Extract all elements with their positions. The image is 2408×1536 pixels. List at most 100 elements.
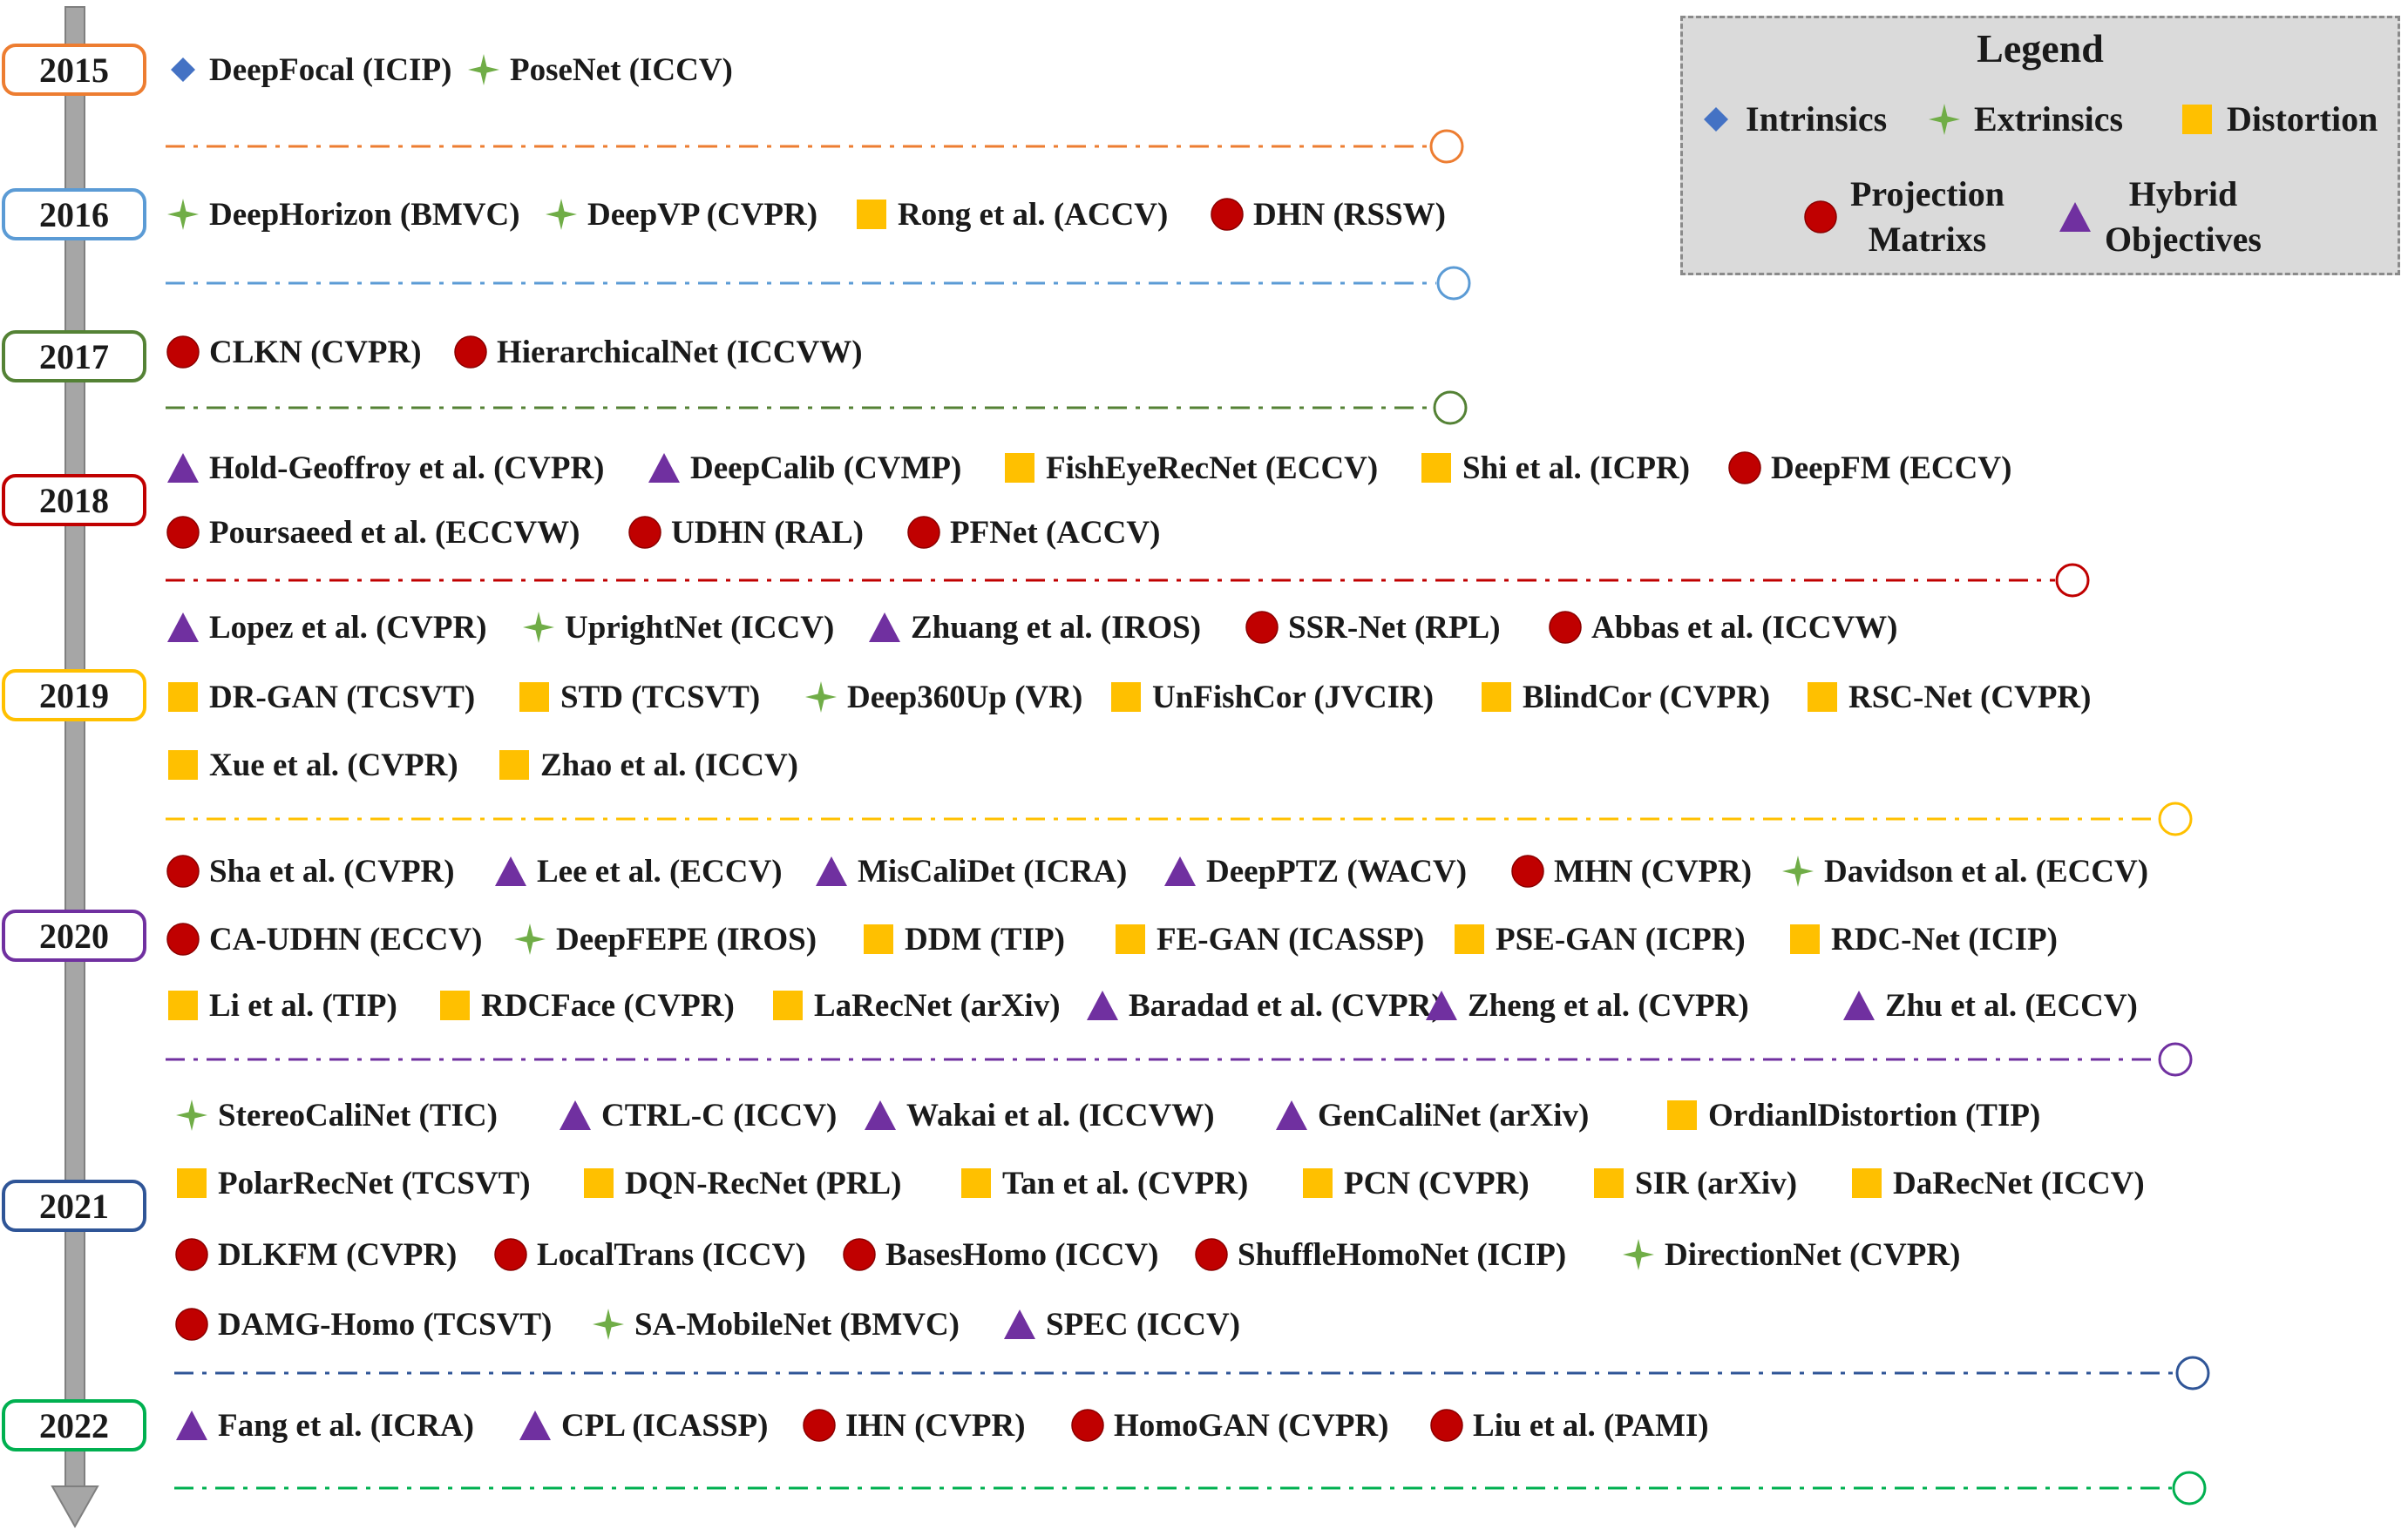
method-label: DR-GAN (TCSVT) xyxy=(209,679,476,715)
square-icon xyxy=(2180,102,2215,137)
square-icon xyxy=(438,988,472,1023)
method-item: Abbas et al. (ICCVW) xyxy=(1548,605,1898,650)
method-label: PoseNet (ICCV) xyxy=(510,51,733,88)
method-row: DR-GAN (TCSVT)STD (TCSVT)Deep360Up (VR)U… xyxy=(0,674,2408,720)
circle-icon xyxy=(802,1408,837,1443)
method-item: RDCFace (CVPR) xyxy=(438,983,735,1028)
method-label: HomoGAN (CVPR) xyxy=(1114,1407,1389,1444)
circle-icon xyxy=(453,335,488,369)
method-row: DAMG-Homo (TCSVT) SA-MobileNet (BMVC) SPEC… xyxy=(0,1302,2408,1347)
square-icon xyxy=(1591,1166,1626,1201)
method-item: MisCaliDet (ICRA) xyxy=(814,849,1127,894)
method-item: HierarchicalNet (ICCVW) xyxy=(453,329,863,375)
square-icon xyxy=(1002,450,1037,485)
legend-title: Legend xyxy=(1977,26,2104,71)
method-item: DAMG-Homo (TCSVT) xyxy=(174,1302,552,1347)
star-icon xyxy=(1927,102,1962,137)
method-item: DeepPTZ (WACV) xyxy=(1163,849,1467,894)
square-icon xyxy=(1479,680,1514,714)
method-label: Tan et al. (CVPR) xyxy=(1002,1165,1249,1201)
square-icon xyxy=(497,748,532,782)
method-label: DaRecNet (ICCV) xyxy=(1893,1165,2145,1201)
square-icon xyxy=(861,922,896,957)
method-item: DirectionNet (CVPR) xyxy=(1621,1232,1960,1277)
method-label: RDC-Net (ICIP) xyxy=(1831,921,2058,957)
square-icon xyxy=(166,988,200,1023)
method-label: DeepVP (CVPR) xyxy=(587,196,818,233)
method-item: DHN (RSSW) xyxy=(1210,192,1446,237)
method-row: PolarRecNet (TCSVT) DQN-RecNet (PRL) Tan e… xyxy=(0,1160,2408,1206)
method-label: UDHN (RAL) xyxy=(671,514,864,551)
method-label: DeepCalib (CVMP) xyxy=(690,450,962,486)
square-icon xyxy=(854,197,889,232)
method-item: Zhu et al. (ECCV) xyxy=(1842,983,2138,1028)
separator-end-circle xyxy=(2158,802,2193,836)
method-label: Li et al. (TIP) xyxy=(209,987,397,1024)
method-item: LocalTrans (ICCV) xyxy=(493,1232,806,1277)
method-label: Hold-Geoffroy et al. (CVPR) xyxy=(209,450,605,486)
circle-icon xyxy=(1803,200,1838,234)
method-item: SPEC (ICCV) xyxy=(1002,1302,1240,1347)
method-label: PolarRecNet (TCSVT) xyxy=(218,1165,531,1201)
separator-end-circle xyxy=(1433,390,1468,425)
square-icon xyxy=(166,748,200,782)
method-label: Shi et al. (ICPR) xyxy=(1462,450,1691,486)
triangle-icon xyxy=(2058,200,2093,234)
circle-icon xyxy=(842,1237,877,1272)
method-item: SA-MobileNet (BMVC) xyxy=(591,1302,960,1347)
method-label: DAMG-Homo (TCSVT) xyxy=(218,1306,553,1343)
timeline-arrow-head xyxy=(51,1485,99,1529)
triangle-icon xyxy=(1842,988,1876,1023)
method-label: Poursaeed et al. (ECCVW) xyxy=(209,514,580,551)
year-label-2019: 2019 xyxy=(2,669,146,721)
method-item: Lopez et al. (CVPR) xyxy=(166,605,487,650)
method-label: Lopez et al. (CVPR) xyxy=(209,609,487,646)
triangle-icon xyxy=(493,854,528,889)
separator-end-circle xyxy=(1436,266,1471,301)
circle-icon xyxy=(1548,610,1583,645)
method-label: RDCFace (CVPR) xyxy=(481,987,735,1024)
triangle-icon xyxy=(647,450,682,485)
method-label: Zhuang et al. (IROS) xyxy=(911,609,1202,646)
method-item: Davidson et al. (ECCV) xyxy=(1781,849,2148,894)
method-item: STD (TCSVT) xyxy=(517,674,760,720)
method-label: DeepPTZ (WACV) xyxy=(1206,853,1468,890)
triangle-icon xyxy=(166,450,200,485)
method-item: DaRecNet (ICCV) xyxy=(1849,1160,2145,1206)
method-label: UprightNet (ICCV) xyxy=(565,609,835,646)
method-label: FishEyeRecNet (ECCV) xyxy=(1046,450,1379,486)
method-item: PoseNet (ICCV) xyxy=(466,47,733,92)
method-row: Sha et al. (CVPR)Lee et al. (ECCV)MisCal… xyxy=(0,849,2408,894)
method-item: StereoCaliNet (TIC) xyxy=(174,1093,498,1138)
method-label: DHN (RSSW) xyxy=(1253,196,1446,233)
method-label: Zheng et al. (CVPR) xyxy=(1468,987,1749,1024)
method-label: SPEC (ICCV) xyxy=(1046,1306,1241,1343)
method-label: DirectionNet (CVPR) xyxy=(1665,1236,1961,1273)
star-icon xyxy=(521,610,556,645)
star-icon xyxy=(591,1307,626,1342)
star-icon xyxy=(1621,1237,1656,1272)
method-item: Zhuang et al. (IROS) xyxy=(867,605,1201,650)
circle-icon xyxy=(174,1237,209,1272)
method-item: ShuffleHomoNet (ICIP) xyxy=(1194,1232,1566,1277)
method-item: UDHN (RAL) xyxy=(627,510,864,555)
square-icon xyxy=(1109,680,1143,714)
method-label: BlindCor (CVPR) xyxy=(1523,679,1771,715)
method-item: PolarRecNet (TCSVT) xyxy=(174,1160,531,1206)
separator-end-circle xyxy=(2055,563,2090,598)
method-row: Fang et al. (ICRA)CPL (ICASSP)IHN (CVPR)… xyxy=(0,1403,2408,1448)
method-item: DeepHorizon (BMVC) xyxy=(166,192,520,237)
year-label-2016: 2016 xyxy=(2,188,146,240)
triangle-icon xyxy=(867,610,902,645)
method-item: CLKN (CVPR) xyxy=(166,329,422,375)
method-item: Liu et al. (PAMI) xyxy=(1429,1403,1709,1448)
method-item: LaRecNet (arXiv) xyxy=(770,983,1061,1028)
square-icon xyxy=(959,1166,994,1201)
method-row: Poursaeed et al. (ECCVW)UDHN (RAL)PFNet … xyxy=(0,510,2408,555)
method-item: Rong et al. (ACCV) xyxy=(854,192,1168,237)
method-row: Xue et al. (CVPR)Zhao et al. (ICCV) xyxy=(0,742,2408,788)
method-label: DQN-RecNet (PRL) xyxy=(625,1165,902,1201)
method-row: Lopez et al. (CVPR) UprightNet (ICCV) Zhua… xyxy=(0,605,2408,650)
method-item: BasesHomo (ICCV) xyxy=(842,1232,1158,1277)
method-label: DeepFEPE (IROS) xyxy=(556,921,817,957)
